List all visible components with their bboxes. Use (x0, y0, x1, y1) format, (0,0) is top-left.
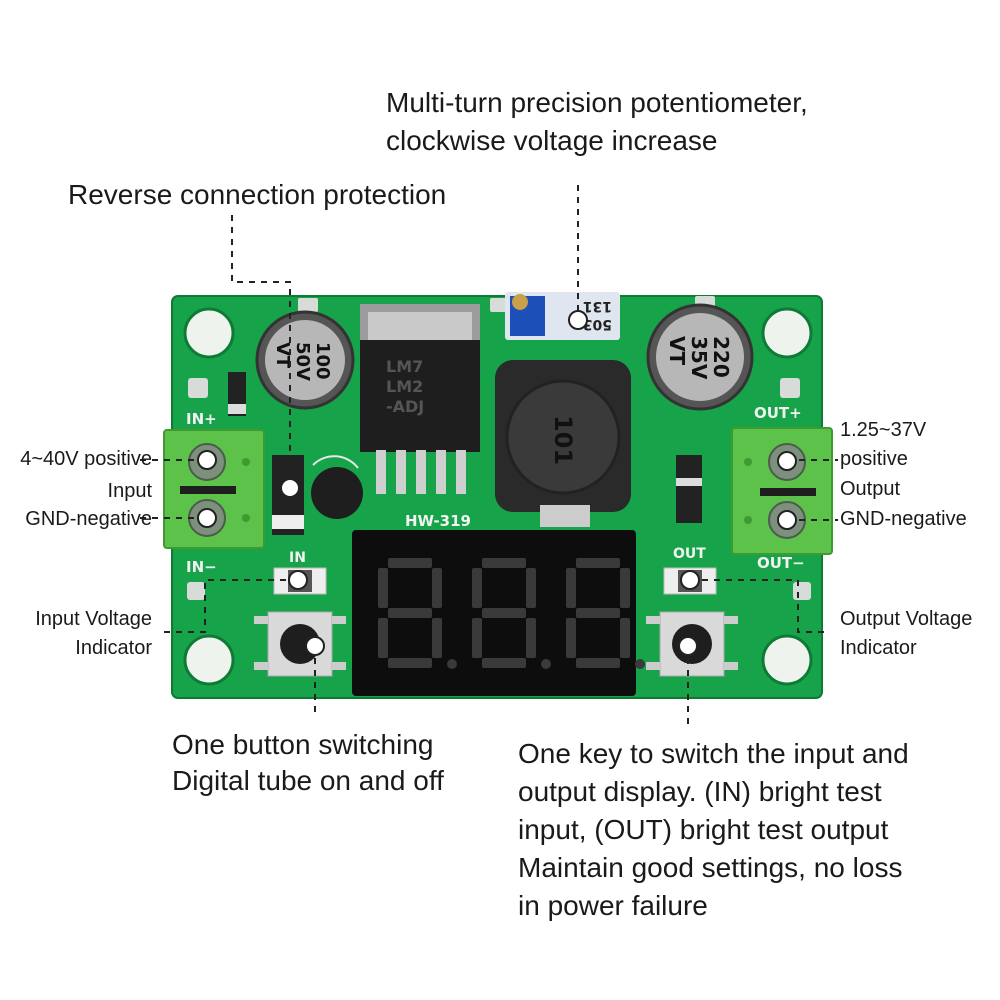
output-annotation: Output (840, 478, 901, 500)
output-indicator-annotation-line1: Output Voltage (840, 608, 973, 630)
transistor (311, 455, 363, 519)
svg-text:100: 100 (312, 342, 333, 380)
input-indicator-annotation-line2: Indicator (75, 637, 152, 659)
digit-3 (566, 558, 645, 669)
capacitor-left: 100 50V VT (255, 310, 355, 410)
right-button-annotation-line3: input, (OUT) bright test output (518, 814, 889, 845)
regulator-ic: LM7 LM2 -ADJ (360, 304, 480, 494)
input-indicator-annotation-line1: Input Voltage (35, 608, 152, 630)
potentiometer-annotation-line1: Multi-turn precision potentiometer, (386, 87, 808, 118)
svg-text:131: 131 (583, 298, 612, 314)
svg-text:35V: 35V (687, 336, 711, 380)
svg-text:LM2: LM2 (386, 377, 423, 396)
svg-text:503: 503 (583, 316, 612, 332)
callout-dots (197, 310, 797, 656)
digit-1 (378, 558, 457, 669)
svg-text:VT: VT (272, 342, 293, 369)
right-button-annotation-line2: output display. (IN) bright test (518, 776, 882, 807)
output-voltage-range-annotation: 1.25~37V (840, 419, 927, 441)
svg-text:LM7: LM7 (386, 357, 423, 376)
input-terminal-block (163, 429, 265, 549)
svg-text:220: 220 (709, 336, 733, 378)
seven-segment-display (352, 530, 645, 696)
potentiometer: 503 131 (505, 292, 620, 340)
input-positive-annotation: 4~40V positive (20, 448, 152, 470)
smd-diode-right (676, 455, 702, 523)
svg-text:VT: VT (665, 336, 689, 365)
model-label: HW-319 (405, 512, 471, 530)
output-terminal-block (731, 427, 833, 555)
right-button-annotation-line4: Maintain good settings, no loss (518, 852, 903, 883)
svg-text:-ADJ: -ADJ (386, 397, 424, 416)
inductor: 101 (495, 360, 631, 527)
output-positive-annotation: positive (840, 448, 908, 470)
silk-out-minus: OUT− (757, 554, 805, 572)
silk-in-led: IN (289, 550, 306, 566)
right-button-annotation-line5: in power failure (518, 890, 708, 921)
silk-out-plus: OUT+ (754, 404, 802, 422)
left-button-annotation-line2: Digital tube on and off (172, 765, 444, 796)
silk-in-minus: IN− (186, 558, 217, 576)
right-button-annotation-line1: One key to switch the input and (518, 738, 909, 769)
left-button-annotation-line1: One button switching (172, 729, 434, 760)
svg-text:101: 101 (549, 415, 577, 465)
input-annotation: Input (107, 480, 152, 502)
reverse-protection-annotation: Reverse connection protection (68, 179, 447, 210)
output-gnd-annotation: GND-negative (840, 508, 967, 530)
leader-lines (140, 185, 838, 726)
input-gnd-annotation: GND-negative (25, 508, 152, 530)
mounting-holes (183, 307, 813, 686)
capacitor-right: 220 35V VT (646, 303, 754, 411)
digit-2 (472, 558, 551, 669)
silk-in-plus: IN+ (186, 410, 217, 428)
svg-text:50V: 50V (292, 342, 313, 381)
silk-out-led: OUT (673, 546, 706, 562)
output-indicator-annotation-line2: Indicator (840, 637, 917, 659)
left-push-button (254, 611, 346, 677)
potentiometer-annotation-line2: clockwise voltage increase (386, 125, 718, 156)
